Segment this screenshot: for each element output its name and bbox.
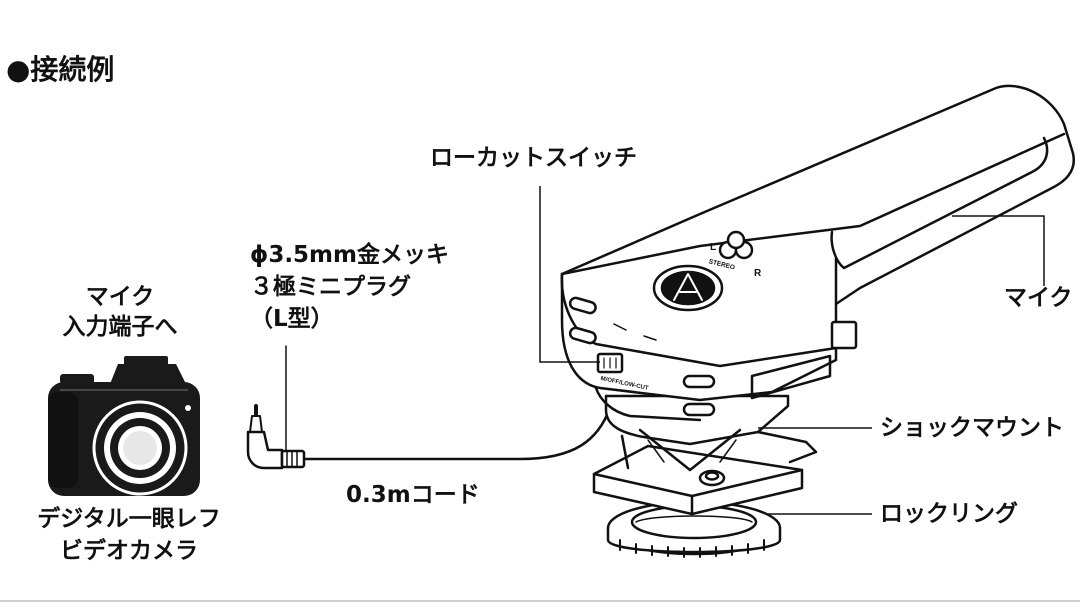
mic-label: マイク — [1004, 285, 1073, 311]
cord-line — [304, 407, 612, 461]
right-channel-marking: R — [754, 268, 762, 279]
bottom-divider — [0, 600, 1080, 602]
locking-ring-label: ロックリング — [880, 501, 1018, 527]
microphone-icon — [560, 84, 1075, 558]
camera-label-line-1: デジタル一眼レフ — [37, 506, 221, 532]
camera-icon — [48, 356, 200, 496]
plug-spec-line-1: ϕ3.5mm金メッキ — [250, 242, 449, 268]
section-heading: ●接続例 — [6, 53, 115, 86]
plug-icon — [246, 345, 306, 470]
shock-mount-label: ショックマウント — [880, 415, 1064, 441]
mic-input-label-line-2: 入力端子へ — [62, 314, 178, 340]
low-cut-switch-label: ローカットスイッチ — [430, 145, 637, 171]
leader-lines — [539, 186, 1045, 515]
camera-label-line-2: ビデオカメラ — [60, 538, 198, 564]
plug-spec-line-3: （L型） — [250, 306, 334, 332]
cord-label: 0.3mコード — [346, 482, 480, 508]
left-channel-marking: L — [710, 242, 716, 253]
mic-input-label-line-1: マイク — [85, 284, 155, 310]
plug-spec-line-2: ３極ミニプラグ — [250, 274, 411, 300]
